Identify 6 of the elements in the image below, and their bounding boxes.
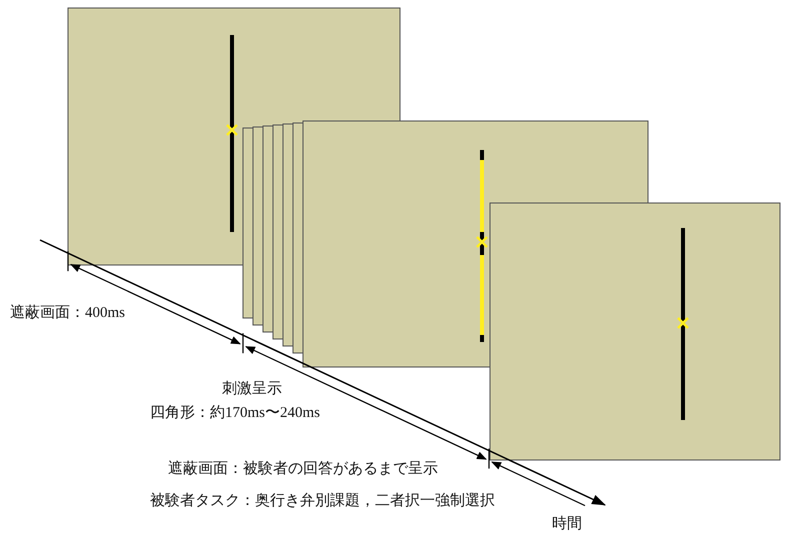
duration-label: 遮蔽画面：400ms — [10, 304, 126, 322]
phase-label: 遮蔽画面：被験者の回答があるまで呈示 — [168, 460, 438, 478]
task-label: 被験者タスク：奥行き弁別課題，二者択一強制選択 — [150, 492, 495, 510]
phase-label: 刺激呈示 — [222, 380, 282, 398]
axis-label: 時間 — [552, 514, 582, 533]
duration-label: 四角形：約170ms〜240ms — [150, 404, 320, 422]
